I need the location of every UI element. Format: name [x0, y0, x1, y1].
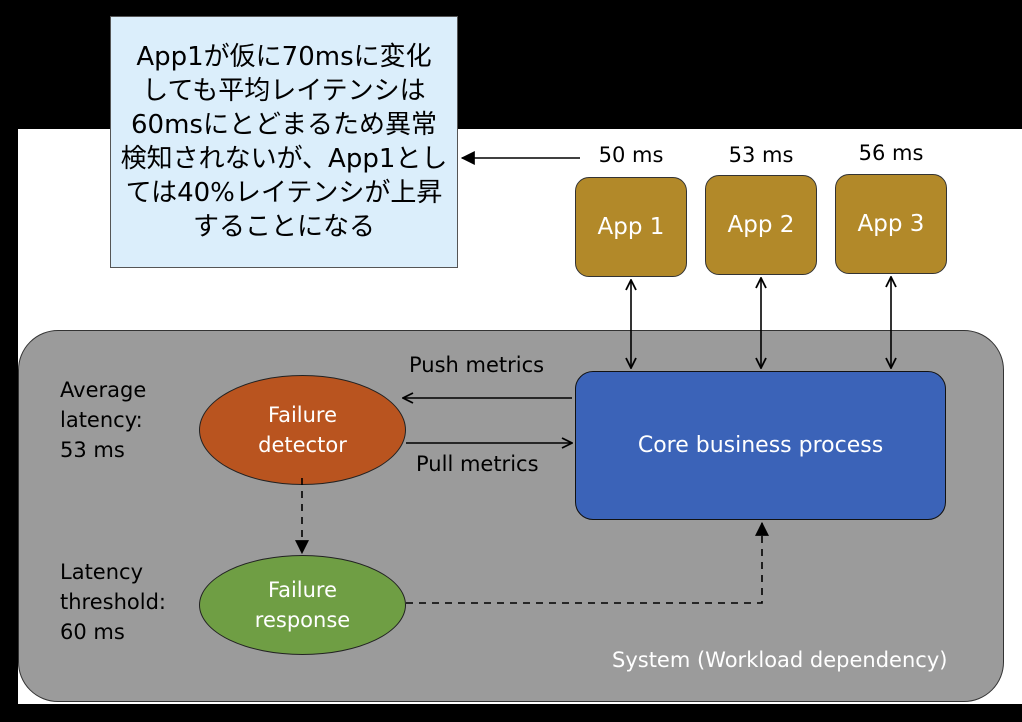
app1-box: App 1 — [575, 177, 687, 277]
app1-label: App 1 — [597, 214, 665, 240]
failure-detector-node: Failure detector — [199, 375, 406, 485]
annotation-callout: App1が仮に70msに変化 しても平均レイテンシは 60msにとどまるため異常… — [110, 16, 458, 268]
failure-response-label: Failure response — [254, 578, 351, 632]
failure-detector-label: Failure detector — [258, 403, 347, 457]
failure-response-node: Failure response — [199, 555, 406, 655]
latency-threshold-label: Latency threshold: 60 ms — [60, 560, 166, 644]
app2-latency-label: 53 ms — [728, 143, 794, 167]
app3-latency-label: 56 ms — [858, 141, 924, 165]
system-label: System (Workload dependency) — [612, 648, 948, 672]
app2-label: App 2 — [727, 212, 795, 238]
app3-box: App 3 — [835, 174, 947, 274]
core-business-process-label: Core business process — [637, 433, 884, 458]
pull-metrics-label: Pull metrics — [416, 452, 539, 476]
average-latency-label: Average latency: 53 ms — [60, 378, 147, 462]
push-metrics-label: Push metrics — [409, 353, 545, 377]
core-business-process-box: Core business process — [575, 371, 946, 520]
app1-latency-label: 50 ms — [598, 143, 664, 167]
callout-text: App1が仮に70msに変化 しても平均レイテンシは 60msにとどまるため異常… — [120, 42, 448, 242]
response-to-core-arrow — [406, 521, 769, 604]
app3-label: App 3 — [857, 211, 925, 237]
app2-box: App 2 — [705, 175, 817, 275]
